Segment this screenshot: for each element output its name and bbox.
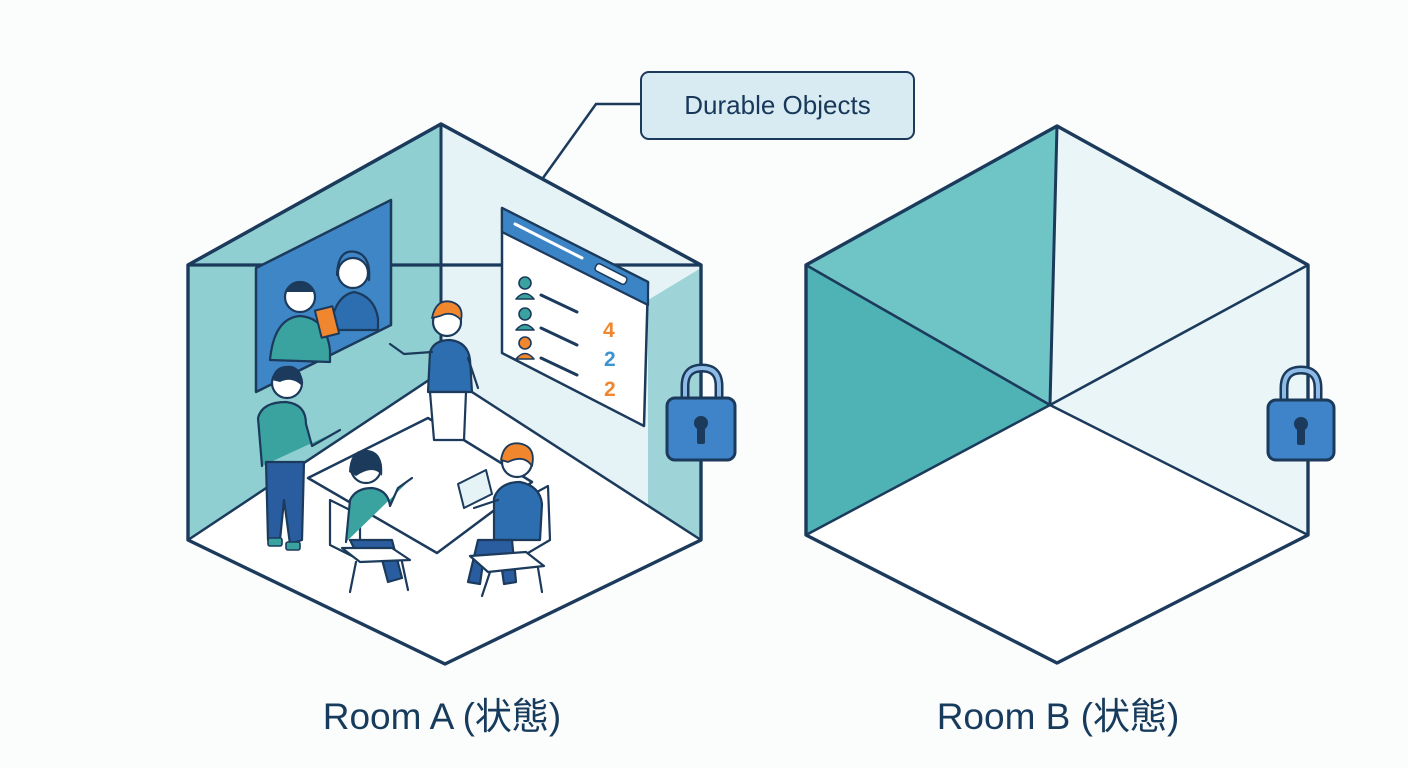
- scoreboard-row-1: [515, 276, 579, 314]
- room-a: 4 2 2: [186, 122, 737, 666]
- presenter-figure: [388, 300, 480, 442]
- room-a-outline: [186, 122, 703, 666]
- standing-person: [256, 365, 342, 551]
- callout-connector: [541, 102, 640, 179]
- seated-person-left: [328, 449, 414, 594]
- scoreboard-window-controls: [594, 263, 628, 285]
- laptop: [457, 469, 493, 509]
- room-b-corner-edge: [1048, 124, 1059, 407]
- lock-icon: [1266, 365, 1336, 462]
- video-person-2: [313, 250, 380, 339]
- room-b-label: Room B (状態): [936, 696, 1180, 737]
- durable-objects-callout: Durable Objects: [640, 71, 915, 140]
- scoreboard-row-2: [515, 307, 579, 347]
- scoreboard-title-line: [513, 222, 584, 260]
- room-a-label: Room A (状態): [322, 696, 562, 737]
- room-b: [804, 124, 1336, 665]
- score-value-1: 4: [603, 319, 615, 342]
- room-b-diagonal-edge: [804, 263, 1052, 407]
- room-b-back-wall: [1050, 126, 1308, 535]
- lock-icon: [665, 363, 737, 462]
- score-bar-3: [539, 356, 579, 377]
- room-b-diagonal-edge-2: [1048, 263, 1310, 407]
- room-b-inner-floor-edge: [804, 403, 1310, 537]
- video-person-1: [268, 280, 332, 364]
- score-value-2: 2: [604, 348, 616, 371]
- room-b-left-wall-top: [806, 126, 1057, 405]
- score-value-3: 2: [604, 378, 616, 401]
- scoreboard-row-3: [515, 336, 579, 377]
- seated-person-right: [457, 442, 552, 598]
- room-b-outline: [804, 124, 1310, 665]
- callout-text: Durable Objects: [684, 90, 871, 120]
- scoreboard-titlebar: [500, 206, 650, 307]
- score-bar-1: [539, 293, 579, 314]
- score-bar-2: [539, 326, 579, 347]
